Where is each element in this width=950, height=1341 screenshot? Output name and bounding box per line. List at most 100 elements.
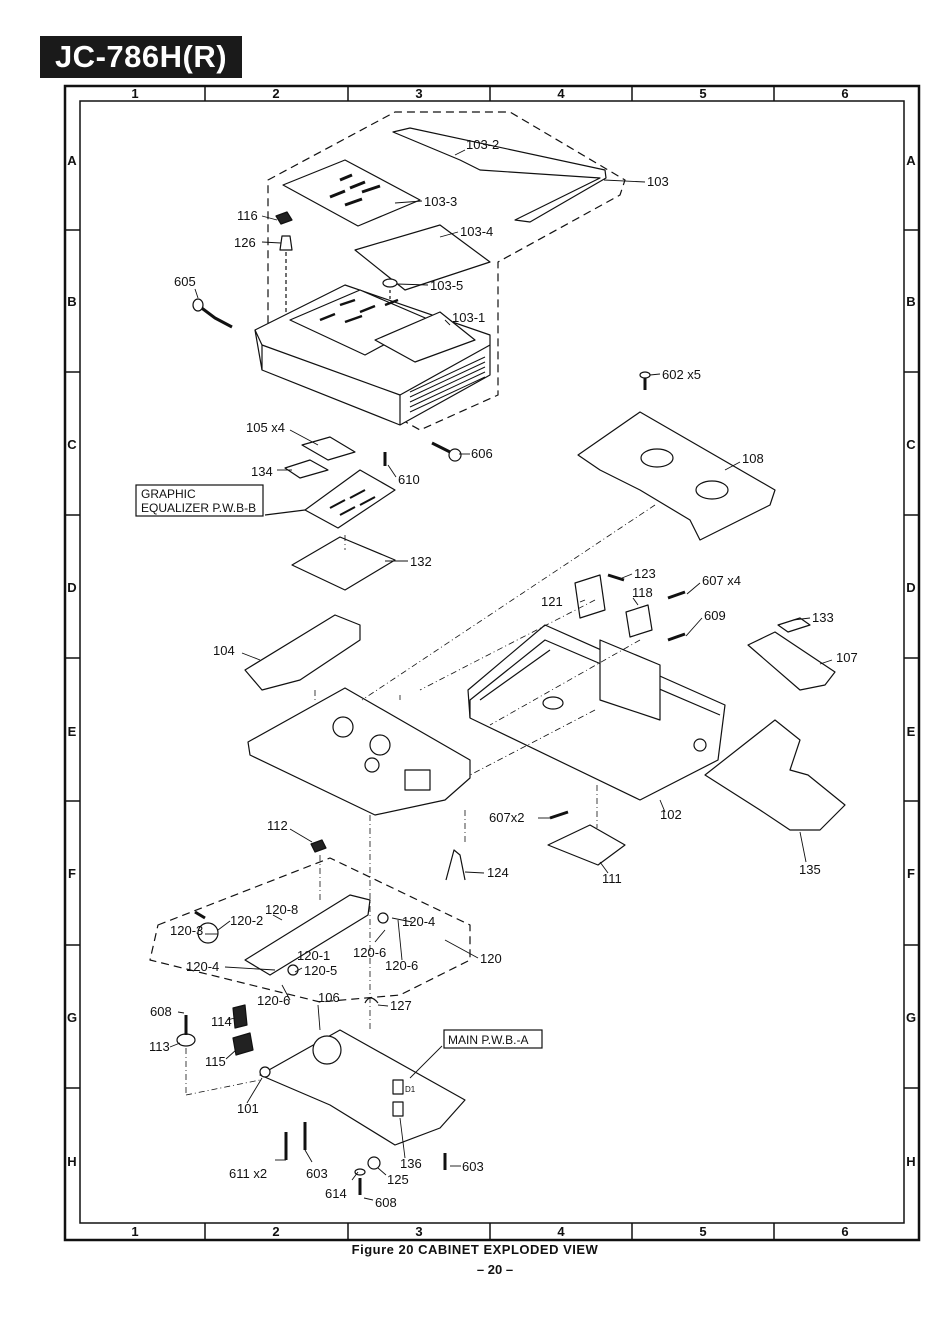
row-label-d-right: D [906, 580, 915, 595]
label-103-1: 103-1 [452, 310, 485, 325]
column-label-6-bottom: 6 [841, 1224, 848, 1239]
row-label-g-right: G [906, 1010, 916, 1025]
label-126: 126 [234, 235, 256, 250]
label-136: 136 [400, 1156, 422, 1171]
label-120-6-bottom: 120-6 [257, 993, 290, 1008]
label-103-4: 103-4 [460, 224, 493, 239]
part-108 [577, 411, 776, 541]
row-label-f: F [68, 866, 76, 881]
label-134: 134 [251, 464, 273, 479]
part-106 [312, 1035, 342, 1065]
label-103-2: 103-2 [466, 137, 499, 152]
label-112: 112 [267, 818, 288, 833]
part-101 [259, 1066, 271, 1078]
row-label-c-right: C [906, 437, 916, 452]
part-120-3 [194, 910, 206, 920]
column-label-5: 5 [699, 86, 706, 101]
part-112 [310, 839, 327, 853]
column-label-1: 1 [131, 86, 138, 101]
label-113: 113 [149, 1039, 170, 1054]
model-number-tag: JC-786H(R) [40, 36, 242, 78]
part-102 [467, 624, 726, 801]
part-126 [279, 235, 293, 251]
part-103-2 [392, 127, 607, 223]
row-label-b: B [67, 294, 76, 309]
part-116 [275, 211, 293, 225]
label-608-upper: 608 [150, 1004, 172, 1019]
label-124: 124 [487, 865, 509, 880]
label-610: 610 [398, 472, 420, 487]
row-label-e: E [68, 724, 77, 739]
part-607-upper [667, 590, 686, 600]
part-133 [777, 617, 811, 633]
row-label-a-right: A [906, 153, 916, 168]
label-611: 611 x2 [229, 1166, 267, 1181]
label-118: 118 [632, 585, 653, 600]
row-label-e-right: E [907, 724, 916, 739]
label-120: 120 [480, 951, 502, 966]
graphic-equalizer-label-line1: GRAPHIC [141, 487, 196, 501]
label-104: 104 [213, 643, 235, 658]
label-120-4-right: 120-4 [402, 914, 435, 929]
part-614 [354, 1168, 366, 1176]
label-603-left: 603 [306, 1166, 328, 1181]
column-label-3-bottom: 3 [415, 1224, 422, 1239]
label-127: 127 [390, 998, 412, 1013]
label-115: 115 [205, 1054, 226, 1069]
row-label-h-right: H [906, 1154, 915, 1169]
label-107: 107 [836, 650, 858, 665]
label-108: 108 [742, 451, 764, 466]
label-120-8: 120-8 [265, 902, 298, 917]
label-103-3: 103-3 [424, 194, 457, 209]
part-135 [704, 719, 846, 831]
label-133: 133 [812, 610, 834, 625]
part-124 [445, 849, 466, 881]
label-103-5: 103-5 [430, 278, 463, 293]
label-120-5: 120-5 [304, 963, 337, 978]
graphic-equalizer-label-line2: EQUALIZER P.W.B-B [141, 501, 256, 515]
label-607-x2: 607x2 [489, 810, 524, 825]
label-101: 101 [237, 1101, 259, 1116]
label-607-x4: 607 x4 [702, 573, 741, 588]
part-132 [291, 536, 396, 591]
label-123: 123 [634, 566, 656, 581]
row-label-f-right: F [907, 866, 915, 881]
part-120-outline [149, 857, 471, 1003]
label-103: 103 [647, 174, 669, 189]
label-125: 125 [387, 1172, 409, 1187]
figure-caption: Figure 20 CABINET EXPLODED VIEW [351, 1242, 599, 1257]
row-label-h: H [67, 1154, 76, 1169]
assembly-guide-lines [185, 504, 656, 1096]
column-label-2-bottom: 2 [272, 1224, 279, 1239]
row-label-b-right: B [906, 294, 915, 309]
main-board-label: MAIN P.W.B.-A [448, 1033, 528, 1047]
label-120-6-lower: 120-6 [385, 958, 418, 973]
part-121 [574, 574, 606, 619]
label-614: 614 [325, 1186, 347, 1201]
label-111: 111 [602, 871, 622, 886]
part-103-4 [354, 224, 491, 291]
column-label-3: 3 [415, 86, 422, 101]
label-603-right: 603 [462, 1159, 484, 1174]
part-107 [747, 631, 836, 691]
part-606 [431, 441, 451, 454]
label-605: 605 [174, 274, 196, 289]
label-120-4-left: 120-4 [186, 959, 219, 974]
column-label-4: 4 [557, 86, 565, 101]
page-number: – 20 – [476, 1262, 514, 1277]
part-607-lower [549, 810, 569, 820]
part-115 [232, 1032, 254, 1056]
part-103-3 [282, 159, 421, 227]
part-134 [284, 459, 329, 479]
leader-lines [169, 149, 833, 1201]
part-120-2 [197, 922, 219, 944]
label-114: 114 [211, 1014, 232, 1029]
tape-mechanism [247, 687, 471, 816]
label-121: 121 [541, 594, 563, 609]
column-dividers [204, 86, 775, 1240]
label-609: 609 [704, 608, 726, 623]
part-123 [607, 573, 625, 582]
part-609 [667, 632, 686, 642]
inner-frame [79, 100, 905, 1224]
label-602: 602 x5 [662, 367, 701, 382]
